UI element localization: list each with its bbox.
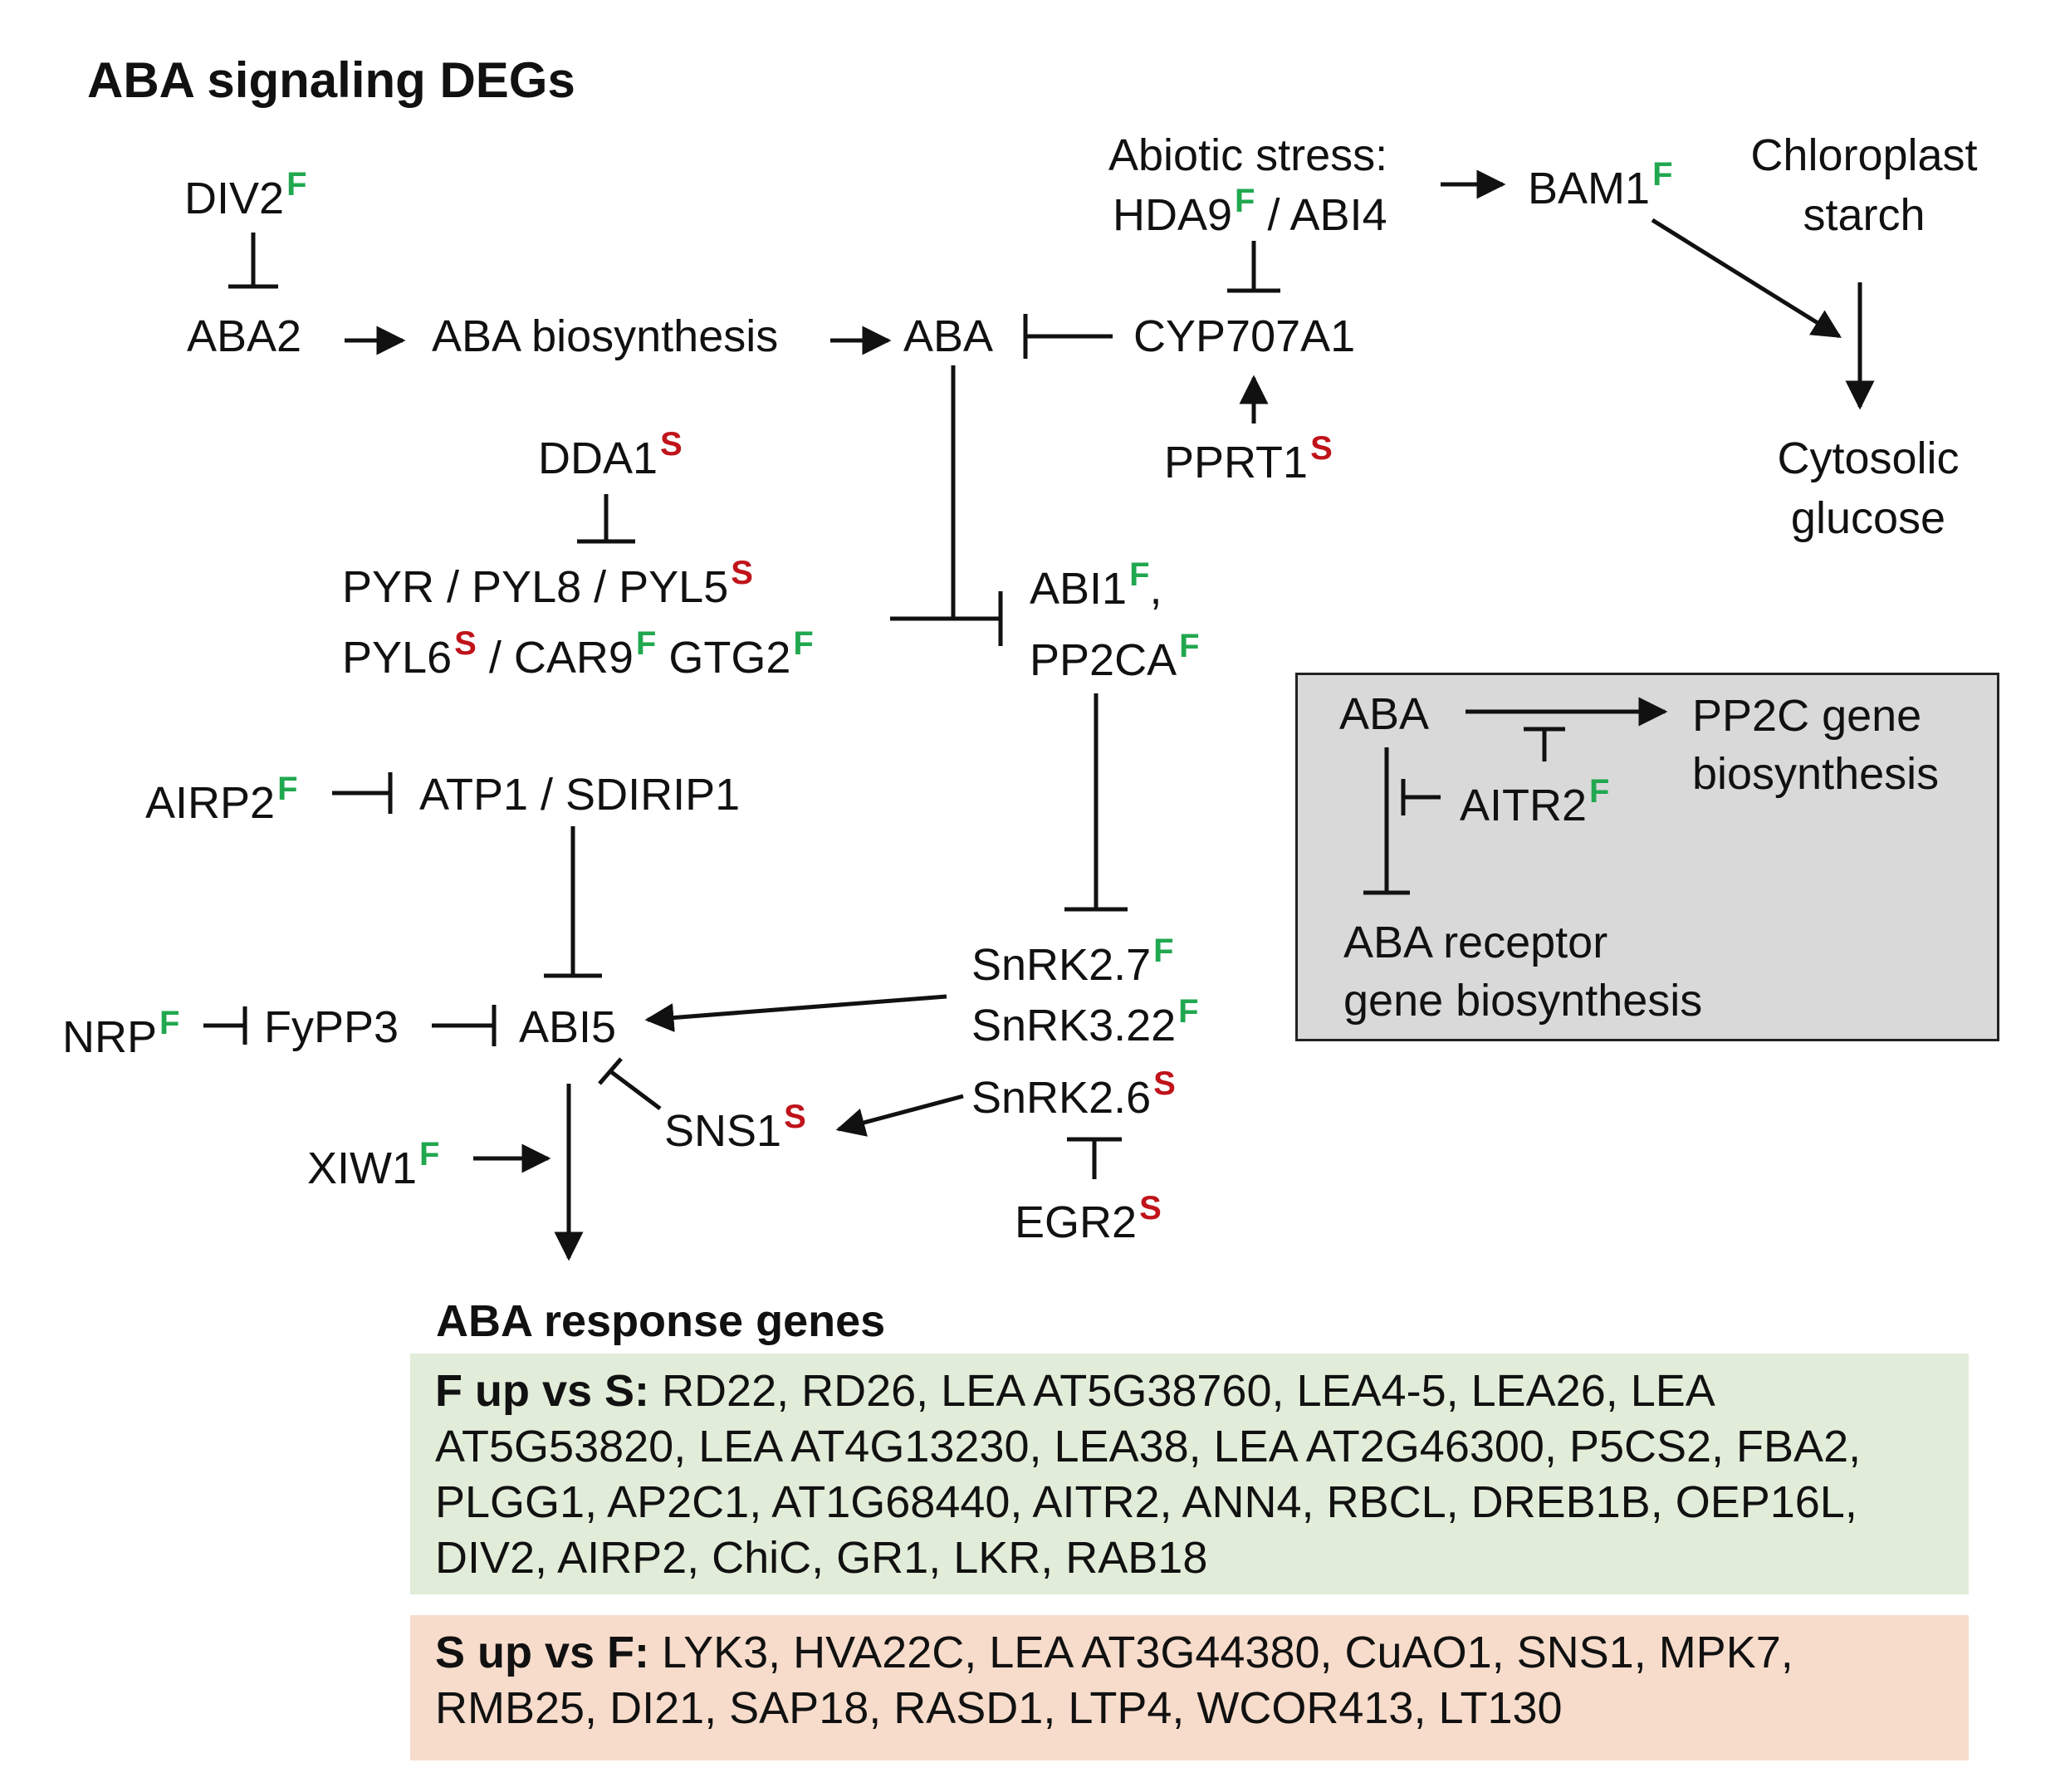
inset-pp2c-gene: PP2C gene [1692,691,1922,741]
node-pprt1: PPRT1S [1164,430,1333,487]
node-aba2: ABA2 [187,311,302,361]
node-airp2: AIRP2F [145,771,298,828]
node-egr2: EGR2S [1015,1190,1162,1247]
snrk-to-abi5 [644,994,947,1033]
inset-pp2c-biosynthesis: biosynthesis [1692,749,1940,799]
node-snrk322: SnRK3.22F [971,993,1199,1050]
inset-box: ABA PP2C gene biosynthesis AITR2F ABA re… [1295,673,1999,1041]
node-pyr-pyl8-pyl5: PYR / PYL8 / PYL5S [342,555,753,612]
inset-aba: ABA [1339,689,1430,739]
node-snrk27: SnRK2.7F [971,933,1174,990]
node-sns1: SNS1S [664,1099,806,1156]
inset-aitr2: AITR2F [1460,773,1610,830]
s-up-gene-list: LYK3, HVA22C, LEA AT3G44380, CuAO1, SNS1… [435,1628,1793,1733]
node-abi1: ABI1F, [1030,556,1162,614]
f-up-genes-box: F up vs S: RD22, RD26, LEA AT5G38760, LE… [410,1354,1969,1594]
node-hda9-abi4: HDA9F / ABI4 [1113,183,1387,240]
node-dda1: DDA1S [538,426,683,483]
diagram-title: ABA signaling DEGs [87,52,575,108]
f-up-label: F up vs S: [435,1366,650,1416]
node-pyl6-car9-gtg2: PYL6S / CAR9F GTG2F [342,625,814,683]
inset-connectors [1363,697,1668,895]
s-up-genes-box: S up vs F: LYK3, HVA22C, LEA AT3G44380, … [410,1615,1969,1760]
inset-aba-receptor: ABA receptor [1343,918,1608,967]
node-xiw1: XIW1F [307,1136,440,1193]
bam1-to-glucose [1651,218,1842,339]
node-pp2ca: PP2CAF [1030,628,1200,685]
node-div2: DIV2F [184,166,307,223]
node-atp1-sdirip1: ATP1 / SDIRIP1 [419,770,741,820]
response-genes-title: ABA response genes [436,1296,886,1346]
node-fypp3: FyPP3 [264,1002,399,1052]
inset-receptor-biosynthesis: gene biosynthesis [1343,976,1703,1026]
node-bam1: BAM1F [1528,156,1673,213]
snrk26-to-sns1 [835,1094,964,1137]
node-abiotic-stress: Abiotic stress: [1108,130,1388,180]
node-aba: ABA [903,311,994,361]
node-snrk26: SnRK2.6S [971,1065,1176,1123]
node-aba-biosynthesis: ABA biosynthesis [432,311,779,361]
node-nrp: NRPF [62,1005,180,1062]
node-abi5: ABI5 [519,1002,617,1052]
node-cyp707a1: CYP707A1 [1133,311,1356,361]
s-up-label: S up vs F: [435,1628,650,1677]
f-up-gene-list: RD22, RD26, LEA AT5G38760, LEA4-5, LEA26… [435,1366,1862,1583]
sns1-inhibits-abi5 [609,1070,662,1110]
